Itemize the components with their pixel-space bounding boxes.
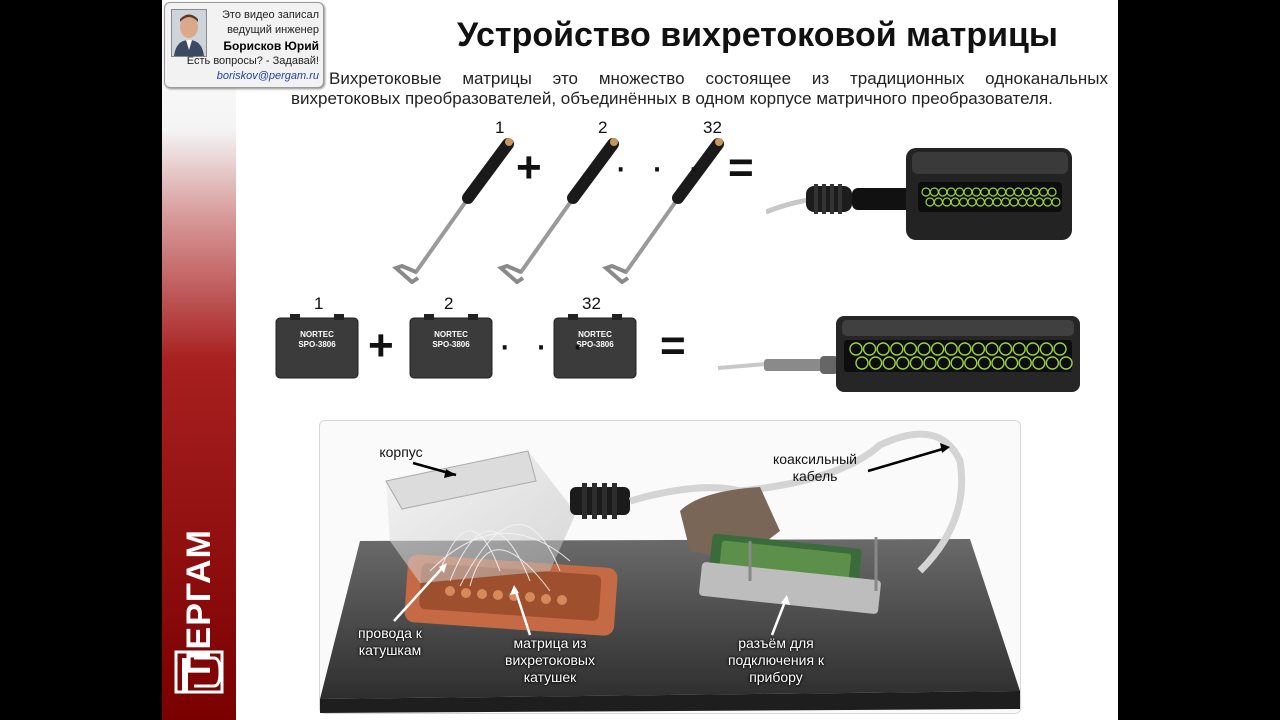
coil-2-brand: NORTEC (434, 330, 468, 339)
callout-coax-cable: коаксильный кабель (772, 451, 858, 484)
author-name: Борисков Юрий (223, 39, 319, 53)
coil-32-model: SPO-3806 (576, 340, 614, 349)
plus-sign-2: + (368, 321, 394, 370)
author-card-line3: Есть вопросы? - Задавай! (186, 55, 319, 67)
equals-sign-2: = (660, 321, 686, 370)
ellipsis-2: · · · (498, 323, 591, 367)
eddy-array-probe-1 (766, 148, 1072, 240)
author-avatar (171, 9, 207, 57)
coil-1-model: SPO-3806 (298, 340, 336, 349)
brand-sidebar: ПЕРГАМ (162, 0, 236, 720)
coil-label-32: 32 (582, 294, 601, 313)
pergam-logo-icon (174, 650, 224, 694)
author-email-link[interactable]: boriskov@pergam.ru (216, 70, 319, 82)
probe-label-1: 1 (495, 118, 505, 137)
author-card: Это видео записал ведущий инженер Бориск… (164, 2, 324, 88)
coil-32-brand: NORTEC (578, 330, 612, 339)
callout-housing: корпус (379, 444, 423, 460)
equals-sign-1: = (728, 143, 754, 192)
eddy-array-probe-2 (717, 316, 1080, 392)
author-card-line1: Это видео записал (222, 9, 319, 21)
probe-label-32: 32 (703, 118, 722, 137)
slide: ПЕРГАМ Это видео записал ведущий инженер… (162, 0, 1118, 720)
coil-2-model: SPO-3806 (432, 340, 470, 349)
coil-label-2: 2 (444, 294, 454, 313)
eddy-probe-32 (602, 138, 724, 284)
probe-label-2: 2 (598, 118, 608, 137)
intro-text: Вихретоковые матрицы это множество состо… (291, 69, 1108, 108)
author-card-line2: ведущий инженер (227, 24, 319, 36)
eddy-probe-1 (392, 138, 514, 284)
coil-1-brand: NORTEC (300, 330, 334, 339)
coil-label-1: 1 (314, 294, 324, 313)
plus-sign-1: + (516, 143, 542, 192)
device-photo: корпус коаксильный кабель провода к кату… (319, 420, 1021, 714)
callout-coil-matrix: матрица из вихретоковых катушек (505, 635, 595, 685)
eddy-probe-2 (497, 138, 619, 284)
intro-paragraph: Вихретоковые матрицы это множество состо… (291, 69, 1108, 109)
page-title: Устройство вихретоковой матрицы (457, 16, 1058, 54)
ellipsis-1: · · · (614, 145, 707, 189)
callout-wires: провода к катушкам (358, 625, 422, 658)
callout-connector: разъём для подключения к прибору (727, 635, 825, 685)
